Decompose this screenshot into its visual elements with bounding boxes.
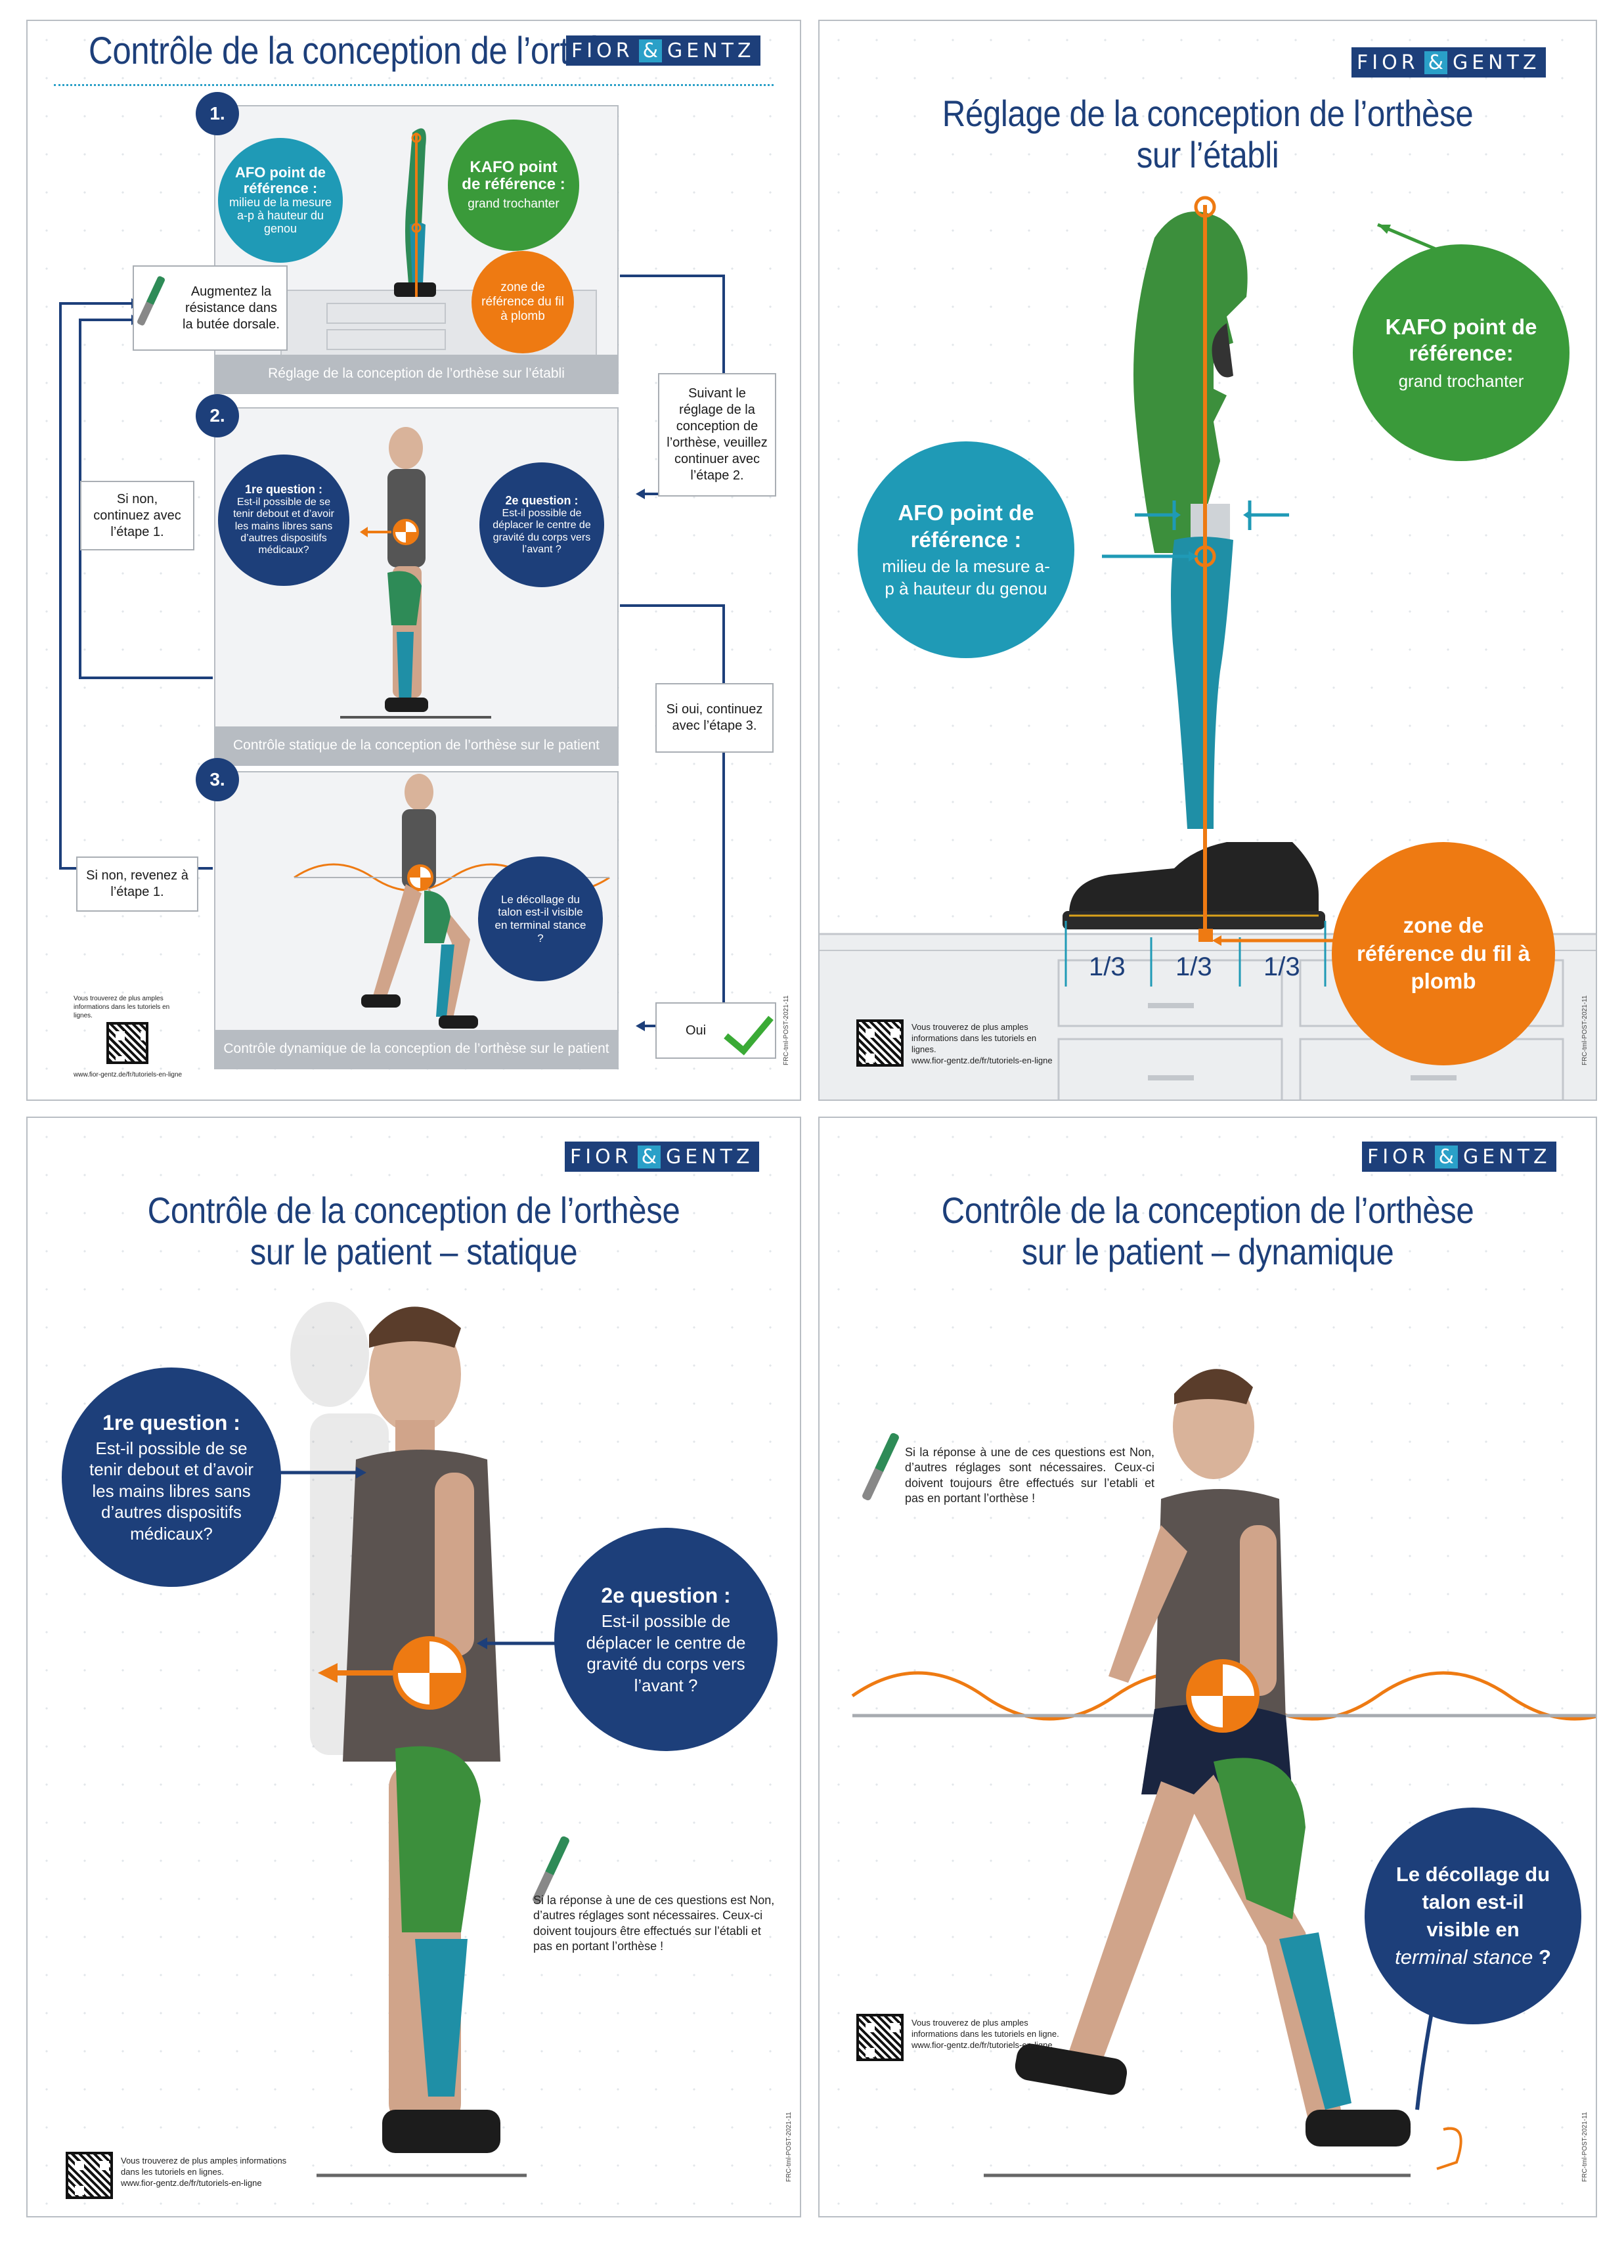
standing-patient-illustration: [277, 1302, 566, 2177]
step1-badge: 1.: [196, 92, 239, 135]
brand-logo: FIOR&GENTZ: [566, 35, 760, 66]
flow-arrows: [59, 275, 725, 1031]
page-title: Contrôle de la conception de l’orthèse: [88, 30, 641, 72]
document-code: FRC-tml-POST-2021-11: [783, 995, 790, 1065]
kafo-reference-bubble: KAFO point de référence : grand trochant…: [448, 120, 579, 251]
adjustment-note: Si la réponse à une de ces questions est…: [905, 1446, 1154, 1505]
step3-box: Contrôle dynamique de la conception de l…: [214, 771, 619, 1069]
qr-code-icon: [856, 2014, 904, 2061]
yes-result-box: Oui: [655, 1002, 776, 1059]
step2-badge: 2.: [196, 394, 239, 437]
title-divider: [54, 84, 774, 86]
qr-code-icon: [856, 1019, 904, 1067]
question1-bubble: 1re question : Est-il possible de se ten…: [62, 1367, 281, 1587]
third-label-3: 1/3: [1263, 952, 1300, 981]
info-text: Vous trouverez de plus amples informatio…: [911, 2018, 1059, 2050]
step1-caption: Réglage de la conception de l’orthèse su…: [215, 355, 617, 393]
third-label-2: 1/3: [1175, 952, 1212, 981]
adjustment-note: Si la réponse à une de ces questions est…: [533, 1894, 775, 1953]
poster-overview: Contrôle de la conception de l’orthèse F…: [26, 20, 801, 1101]
info-text: Vous trouverez de plus amples informatio…: [74, 995, 170, 1019]
standing-figure: [340, 427, 491, 719]
question2-bubble: 2e question : Est-il possible de déplace…: [479, 462, 604, 587]
question1-bubble: 1re question : Est-il possible de se ten…: [218, 455, 349, 586]
if-yes-step3-note: Si oui, continuez avec l’étape 3.: [655, 683, 774, 753]
poster-bench: FIOR&GENTZ Réglage de la conception de l…: [818, 20, 1597, 1101]
increase-resistance-note: Augmentez la résistance dans la butée do…: [133, 265, 288, 351]
qr-code-icon: [66, 2152, 113, 2199]
info-text: Vous trouverez de plus amples informatio…: [911, 1022, 1053, 1065]
brand-logo: FIOR&GENTZ: [1362, 1142, 1556, 1172]
kafo-reference-bubble: KAFO point de référence: grand trochante…: [1353, 244, 1569, 461]
plumb-zone-bubble: zone de référence du fil à plomb: [1332, 842, 1555, 1065]
walking-figure: [294, 774, 610, 1035]
question3-bubble: Le décollage du talon est-il visible en …: [478, 856, 603, 981]
poster-static: FIOR&GENTZ Contrôle de la conception de …: [26, 1117, 801, 2217]
info-text: Vous trouverez de plus amples informatio…: [121, 2156, 287, 2188]
afo-reference-bubble: AFO point de référence : milieu de la me…: [218, 138, 343, 263]
heel-rise-question-bubble: Le décollage du talon est-il visible en …: [1365, 1808, 1581, 2024]
afo-reference-bubble: AFO point de référence : milieu de la me…: [858, 441, 1074, 658]
qr-code-icon: [106, 1022, 148, 1064]
tutorial-url: www.fior-gentz.de/fr/tutoriels-en-ligne: [74, 1071, 183, 1078]
third-label-1: 1/3: [1089, 952, 1126, 981]
document-code: FRC-tml-POST-2021-11: [785, 2112, 793, 2182]
step3-caption: Contrôle dynamique de la conception de l…: [215, 1030, 617, 1068]
question2-bubble: 2e question : Est-il possible de déplace…: [554, 1528, 778, 1751]
continue-step2-note: Suivant le réglage de la conception de l…: [658, 373, 776, 497]
walking-patient-illustration: [851, 1369, 1596, 2177]
step2-caption: Contrôle statique de la conception de l’…: [215, 726, 617, 765]
brand-logo: FIOR&GENTZ: [565, 1142, 759, 1172]
document-code: FRC-tml-POST-2021-11: [1581, 2112, 1589, 2182]
document-code: FRC-tml-POST-2021-11: [1581, 995, 1589, 1065]
if-no-back-step1-note: Si non, revenez à l’étape 1.: [76, 856, 198, 912]
brand-logo: FIOR&GENTZ: [1351, 47, 1546, 78]
step3-badge: 3.: [196, 758, 239, 801]
if-no-step1-note: Si non, continuez avec l’étape 1.: [80, 481, 194, 550]
poster-dynamic: FIOR&GENTZ Contrôle de la conception de …: [818, 1117, 1597, 2217]
plumb-zone-bubble: zone de référence du fil à plomb: [472, 251, 574, 353]
